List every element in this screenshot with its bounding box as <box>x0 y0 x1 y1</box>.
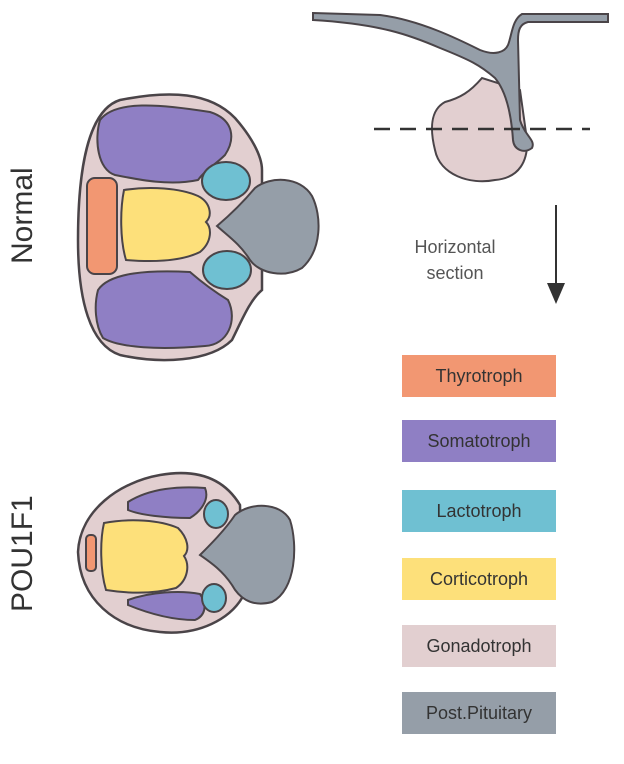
normal-lactotroph-bottom <box>202 250 252 290</box>
pou1f1-label: POU1F1 <box>6 495 39 612</box>
section-label-line1: Horizontal <box>414 237 496 257</box>
horizontal-section-label: Horizontal section <box>400 234 510 286</box>
legend-label: Somatotroph <box>427 430 531 451</box>
sagittal-pituitary <box>312 11 609 304</box>
legend-item-somatotroph: Somatotroph <box>402 420 556 462</box>
pou1f1-posterior <box>198 504 296 605</box>
legend-label: Thyrotroph <box>435 365 523 386</box>
pou1f1-somatotroph-bottom <box>127 591 206 622</box>
section-label-line2: section <box>426 263 484 283</box>
hypothalamus-stalk <box>312 11 609 152</box>
legend-label: Corticotroph <box>429 568 529 589</box>
pou1f1-thyrotroph <box>85 534 97 572</box>
legend-item-thyrotroph: Thyrotroph <box>402 355 556 397</box>
legend-item-post-pituitary: Post.Pituitary <box>402 692 556 734</box>
legend-item-gonadotroph: Gonadotroph <box>402 625 556 667</box>
pou1f1-lactotroph-bottom <box>201 583 227 613</box>
legend-label: Gonadotroph <box>426 635 532 656</box>
arrow-down-icon <box>547 283 565 304</box>
legend-label: Post.Pituitary <box>425 702 533 723</box>
normal-section <box>76 93 320 362</box>
normal-somatotroph-bottom <box>94 270 233 349</box>
normal-thyrotroph <box>86 177 118 275</box>
legend-item-lactotroph: Lactotroph <box>402 490 556 532</box>
normal-lactotroph-top <box>201 161 251 201</box>
normal-label: Normal <box>6 167 39 264</box>
legend-label: Lactotroph <box>436 500 522 521</box>
pou1f1-lactotroph-top <box>203 499 229 529</box>
pou1f1-somatotroph-top <box>127 486 208 520</box>
normal-posterior <box>215 178 320 275</box>
pou1f1-corticotroph <box>100 519 189 594</box>
normal-corticotroph <box>120 187 211 263</box>
pou1f1-section <box>76 471 296 634</box>
legend-item-corticotroph: Corticotroph <box>402 558 556 600</box>
